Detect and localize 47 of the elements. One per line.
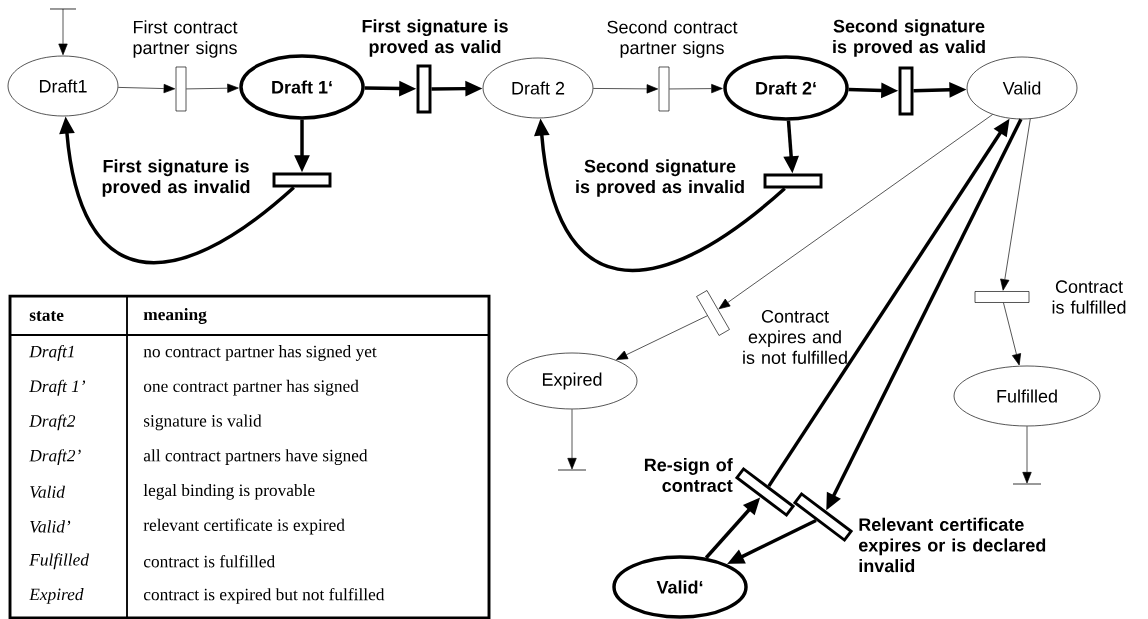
table-cell: no contract partner has signed yet (143, 345, 377, 361)
arrow (616, 315, 708, 360)
table-cell: Draft2 (29, 414, 76, 431)
transition-label: Contract expires and is not fulfilled (743, 309, 847, 365)
arrow (1003, 302, 1021, 366)
table-cell: Draft1 (29, 345, 74, 361)
transition-label: Second contract partner signs (607, 20, 738, 58)
arrow (718, 114, 993, 310)
transition-label: Contract is fulfilled (1052, 280, 1126, 314)
arrow (669, 84, 723, 94)
transition-label: First contract partner signs (133, 20, 238, 58)
table-cell: signature is valid (144, 414, 262, 431)
table-cell: contract is expired but not fulfilled (143, 587, 385, 604)
transition-bar (658, 66, 670, 112)
arrow (567, 409, 577, 470)
transition-label: Second signature is proved as valid (833, 19, 985, 57)
transition-bar (763, 173, 823, 189)
table-cell: Expired (29, 588, 84, 604)
transition-label: Re-sign of contract (644, 458, 733, 492)
table-cell: relevant certificate is expired (143, 518, 345, 535)
transition-label: First signature is proved as invalid (102, 159, 250, 197)
transition-bar (175, 66, 187, 112)
transition-label: Relevant certificate expires or is declared invalid (859, 517, 1046, 573)
table-cell: Fulfilled (29, 553, 90, 570)
table-cell: one contract partner has signed (143, 379, 359, 396)
table-cell: Draft 1’ (29, 379, 86, 396)
table-cell: meaning (143, 308, 207, 324)
arrow (186, 83, 239, 93)
table-cell: Draft2’ (29, 449, 81, 466)
arrow (117, 83, 176, 94)
transition-bar (974, 291, 1030, 303)
arrow (593, 84, 659, 94)
table-cell: Valid’ (30, 520, 71, 533)
transition-label: First signature is proved as valid (362, 19, 508, 57)
table-cell: contract is fulfilled (143, 555, 275, 568)
transition-label: Second signature is proved as invalid (576, 159, 744, 197)
table-cell: Valid (30, 485, 65, 498)
arrow (1022, 426, 1032, 484)
arrow (58, 8, 68, 56)
transition-bar (272, 172, 332, 188)
arrow (1000, 118, 1031, 291)
transition-bar (696, 290, 730, 336)
transition-bar (416, 64, 432, 114)
table-cell: state (29, 311, 64, 321)
table-cell: all contract partners have signed (143, 449, 368, 465)
transition-bar (898, 66, 914, 116)
table-cell: legal binding is provable (143, 483, 315, 500)
